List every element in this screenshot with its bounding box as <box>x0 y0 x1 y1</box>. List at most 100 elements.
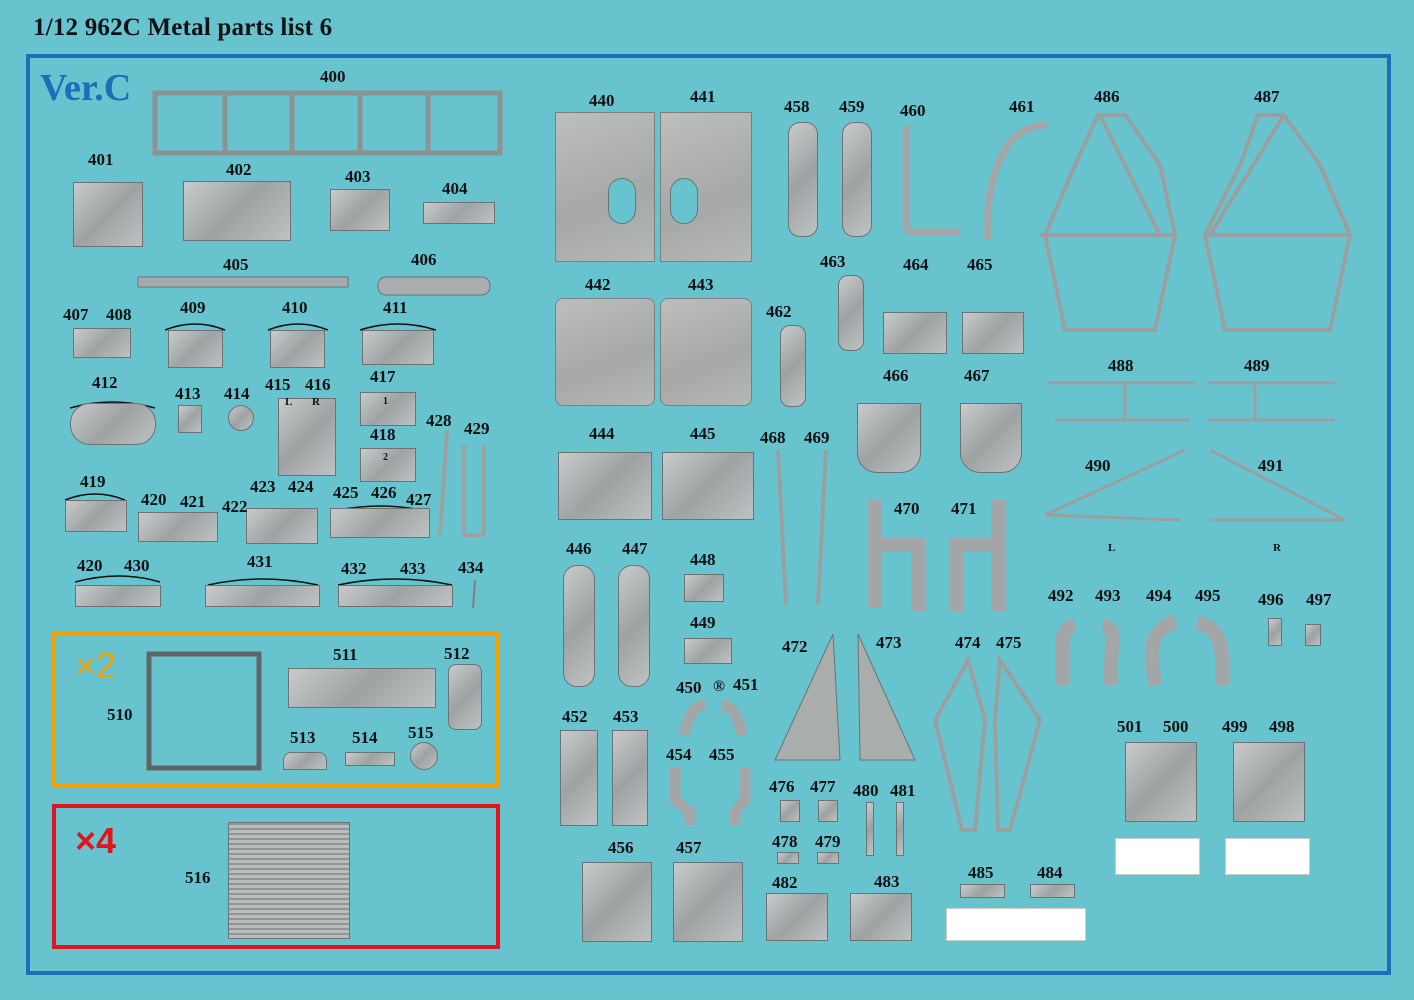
label-453: 453 <box>613 707 639 726</box>
part-411-shape <box>362 330 434 365</box>
part-481-shape <box>896 802 904 856</box>
part-511-shape <box>288 668 436 708</box>
label-432: 432 <box>341 559 367 578</box>
label-431: 431 <box>247 552 273 571</box>
label-433: 433 <box>400 559 426 578</box>
part-454-shape <box>669 768 696 825</box>
part-449-shape <box>684 638 732 664</box>
part-400-shape <box>152 90 503 156</box>
part-486-shape <box>1040 113 1178 332</box>
label-481: 481 <box>890 781 916 800</box>
label-448: 448 <box>690 550 716 569</box>
label-484: 484 <box>1037 863 1063 882</box>
label-409: 409 <box>180 298 206 317</box>
part-475-shape <box>992 654 1043 832</box>
part-410-shape <box>270 330 325 368</box>
part-474-shape <box>932 654 988 832</box>
label-501: 501 <box>1117 717 1143 736</box>
part-513-shape <box>283 752 327 770</box>
part-443-shape <box>660 298 752 406</box>
label-496: 496 <box>1258 590 1284 609</box>
label-455: 455 <box>709 745 735 764</box>
label-445: 445 <box>690 424 716 443</box>
part-469-shape <box>816 449 828 606</box>
part-405-shape <box>137 276 349 288</box>
label-499: 499 <box>1222 717 1248 736</box>
part-452-shape <box>560 730 598 826</box>
label-493: 493 <box>1095 586 1121 605</box>
part-431-shape <box>205 585 320 607</box>
label-415: 415 <box>265 375 291 394</box>
label-442: 442 <box>585 275 611 294</box>
label-410: 410 <box>282 298 308 317</box>
version-label: Ver.C <box>40 67 132 109</box>
part-497-shape <box>1305 624 1321 646</box>
part-414-shape <box>228 405 254 431</box>
part-445-shape <box>662 452 754 520</box>
mark-1-417: 1 <box>383 396 388 407</box>
part-501-500-shape <box>1125 742 1197 822</box>
label-469: 469 <box>804 428 830 447</box>
part-465-shape <box>962 312 1024 354</box>
label-494: 494 <box>1146 586 1172 605</box>
part-440-opening <box>608 178 636 224</box>
label-421: 421 <box>180 492 206 511</box>
label-407: 407 <box>63 305 89 324</box>
label-487: 487 <box>1254 87 1280 106</box>
instruction-sketch-501-500 <box>1115 838 1200 875</box>
label-428: 428 <box>426 411 452 430</box>
part-413-shape <box>178 405 202 433</box>
part-457-shape <box>673 862 743 942</box>
part-419-shape <box>65 500 127 532</box>
label-489: 489 <box>1244 356 1270 375</box>
label-463: 463 <box>820 252 846 271</box>
part-420-430-shape <box>75 585 161 607</box>
part-512-shape <box>448 664 482 730</box>
mark-registered: ® <box>713 678 725 695</box>
label-479: 479 <box>815 832 841 851</box>
instruction-sketch-485-484 <box>946 908 1086 941</box>
part-441-shape <box>660 112 752 262</box>
part-417-shape <box>360 392 416 426</box>
part-494-shape <box>1144 615 1179 686</box>
part-493-shape <box>1100 618 1120 686</box>
part-478-shape <box>777 852 799 864</box>
label-490: 490 <box>1085 456 1111 475</box>
part-425-427-shape <box>330 508 430 538</box>
part-402-shape <box>183 181 291 241</box>
part-450-shape <box>678 699 706 737</box>
part-490-shape <box>1044 448 1186 522</box>
part-440-shape <box>555 112 655 262</box>
part-483-shape <box>850 893 912 941</box>
label-426: 426 <box>371 483 397 502</box>
mark-l-490: L <box>1108 542 1116 554</box>
part-434-shape <box>472 579 476 609</box>
part-444-shape <box>558 452 652 520</box>
part-401-shape <box>73 182 143 247</box>
label-486: 486 <box>1094 87 1120 106</box>
part-459-shape <box>842 122 872 237</box>
label-454: 454 <box>666 745 692 764</box>
part-473-shape <box>857 633 916 761</box>
part-516-shape <box>228 822 350 939</box>
label-423: 423 <box>250 477 276 496</box>
label-419: 419 <box>80 472 106 491</box>
part-463-shape <box>838 275 864 351</box>
part-515-shape <box>410 742 438 770</box>
part-409-shape <box>168 330 223 368</box>
label-425: 425 <box>333 483 359 502</box>
label-461: 461 <box>1009 97 1035 116</box>
label-467: 467 <box>964 366 990 385</box>
label-474: 474 <box>955 633 981 652</box>
part-477-shape <box>818 800 838 822</box>
part-488-shape <box>1048 381 1195 422</box>
part-499-498-shape <box>1233 742 1305 822</box>
label-446: 446 <box>566 539 592 558</box>
label-401: 401 <box>88 150 114 169</box>
label-475: 475 <box>996 633 1022 652</box>
part-487-shape <box>1202 113 1353 332</box>
part-403-shape <box>330 189 390 231</box>
label-413: 413 <box>175 384 201 403</box>
part-484-shape <box>1030 884 1075 898</box>
part-495-shape <box>1194 615 1229 685</box>
